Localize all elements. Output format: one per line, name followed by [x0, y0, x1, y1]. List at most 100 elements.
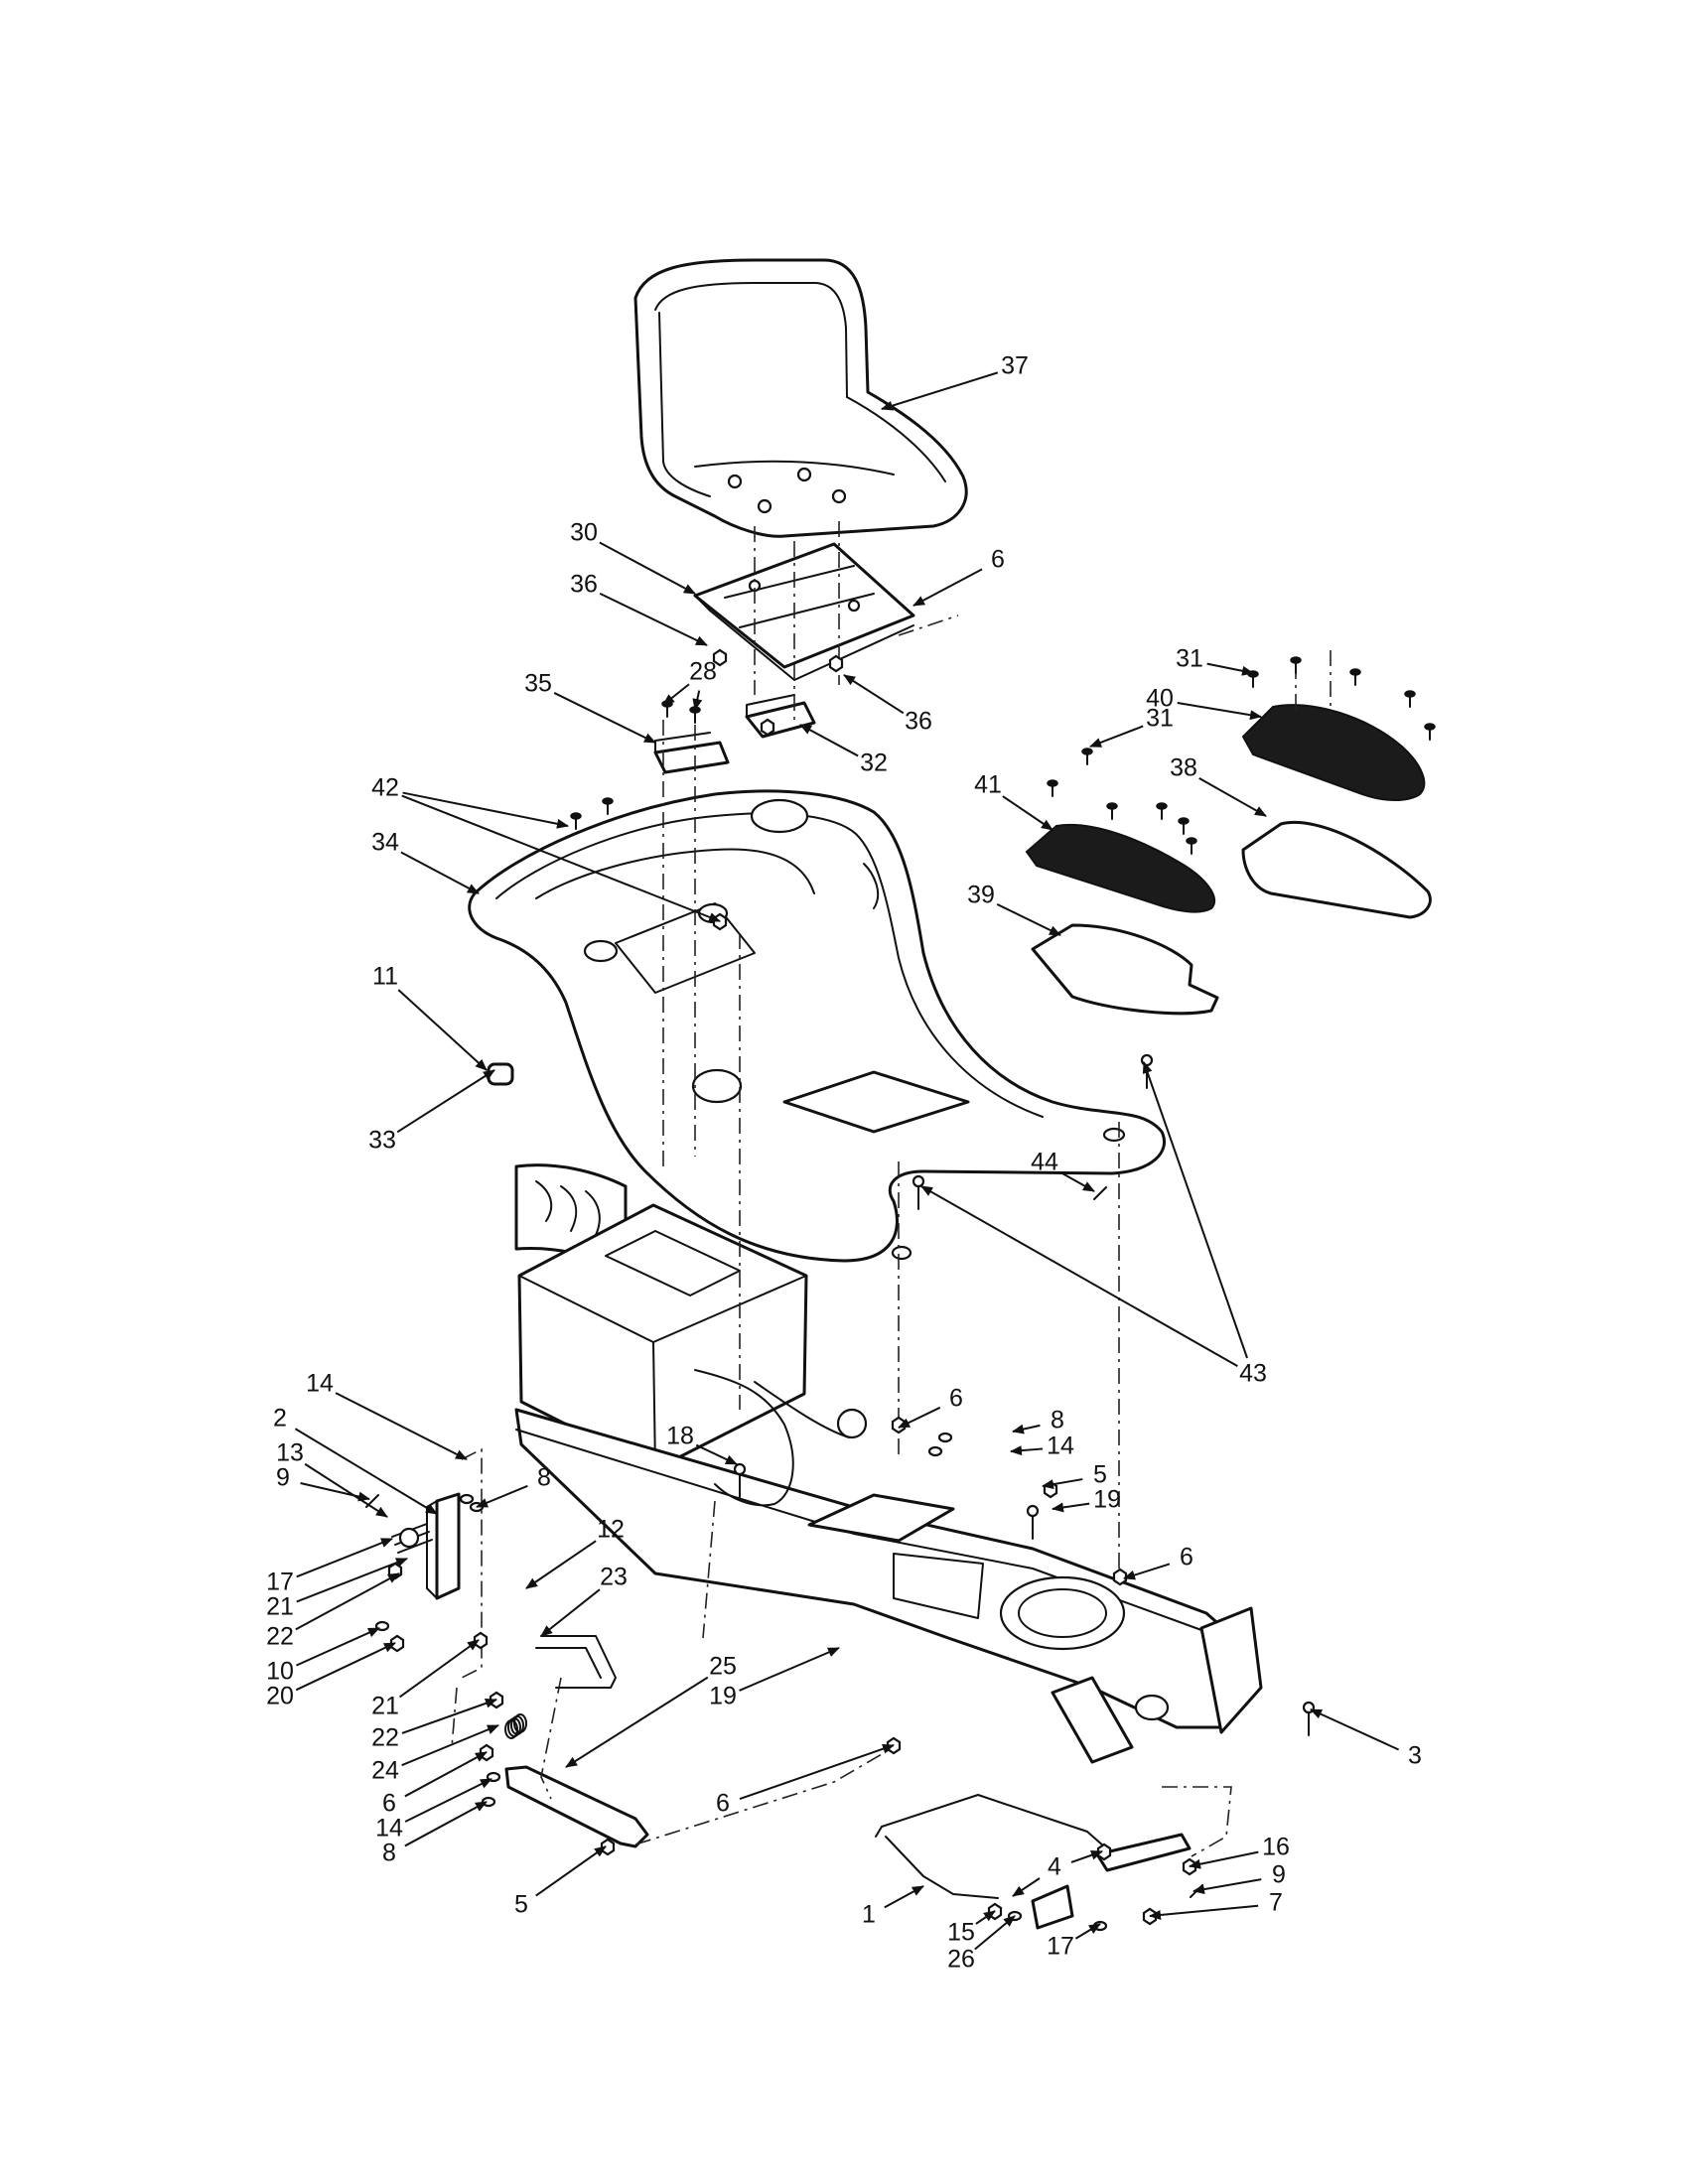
callout-p16: 16 — [1262, 1834, 1290, 1861]
callout-p19a: 19 — [1093, 1486, 1121, 1514]
main-frame — [514, 1408, 1263, 1764]
washer-marker — [937, 1432, 953, 1443]
callout-p39: 39 — [967, 882, 995, 909]
leader-p21b — [398, 1639, 480, 1699]
leader-p35 — [553, 692, 656, 744]
callout-p26: 26 — [947, 1946, 975, 1974]
callout-p5a: 5 — [1093, 1461, 1107, 1489]
leader-p21a — [296, 1558, 408, 1603]
callout-p14c: 14 — [375, 1815, 403, 1843]
callout-p33: 33 — [368, 1127, 396, 1155]
leader-p6d — [404, 1751, 488, 1798]
callout-p22b: 22 — [371, 1724, 399, 1752]
callout-p9b: 9 — [1272, 1861, 1286, 1889]
leader-p13 — [304, 1462, 388, 1518]
footrest-insert-left — [1031, 923, 1219, 1016]
leader-p36a — [599, 592, 708, 646]
leader-p6a — [912, 568, 983, 607]
callout-p23: 23 — [600, 1564, 628, 1591]
leader-p8c — [404, 1801, 488, 1847]
bolt-marker — [912, 1174, 925, 1210]
leader-p9a — [300, 1482, 370, 1502]
leader-p14c — [404, 1778, 492, 1823]
callout-p2: 2 — [273, 1405, 287, 1433]
leader-p17b — [1074, 1923, 1101, 1940]
callout-p25: 25 — [709, 1653, 737, 1681]
leader-p37 — [881, 371, 999, 411]
leader-p8b — [1012, 1424, 1041, 1434]
callout-p3: 3 — [1408, 1742, 1422, 1770]
leader-p34 — [400, 851, 480, 894]
screw-marker — [1424, 723, 1436, 741]
nut-marker — [712, 912, 728, 931]
callout-p5b: 5 — [514, 1891, 528, 1919]
callout-p9a: 9 — [276, 1464, 290, 1492]
leader-p28 — [662, 683, 690, 706]
callout-p8c: 8 — [382, 1840, 396, 1867]
leader-p36b — [843, 674, 905, 715]
spring-marker — [504, 1713, 527, 1739]
wiring-harness — [694, 1369, 868, 1507]
leader-p11 — [397, 989, 488, 1071]
leader-p22a — [295, 1572, 400, 1631]
leader-p1 — [884, 1885, 924, 1909]
callout-p17a: 17 — [266, 1569, 294, 1596]
leader-p14b — [1010, 1445, 1044, 1456]
callout-p40: 40 — [1146, 685, 1174, 713]
callout-p20: 20 — [266, 1683, 294, 1710]
leader-p4 — [1012, 1877, 1041, 1897]
washer-marker — [481, 1796, 496, 1808]
footrest-tread-left — [1025, 824, 1216, 913]
screw-marker — [1081, 748, 1093, 765]
leader-p20 — [295, 1642, 396, 1692]
leader-p41 — [1002, 795, 1053, 831]
screw-marker — [1047, 779, 1058, 797]
bumper — [487, 1062, 514, 1086]
callout-p6a: 6 — [991, 546, 1005, 574]
alignment-line — [451, 1687, 458, 1748]
leader-p26 — [974, 1915, 1016, 1951]
leader-p32 — [799, 724, 859, 757]
callout-p1: 1 — [862, 1901, 876, 1929]
callout-p14b: 14 — [1047, 1433, 1074, 1460]
washer-marker — [927, 1445, 943, 1457]
nut-marker — [712, 648, 728, 667]
leader-p22b — [401, 1698, 497, 1734]
leader-p24 — [401, 1724, 499, 1767]
callout-p37: 37 — [1001, 352, 1029, 380]
washer-marker — [459, 1493, 475, 1505]
leader-p15 — [975, 1910, 996, 1925]
callout-p22a: 22 — [266, 1623, 294, 1651]
leader-p40 — [1177, 701, 1262, 721]
leader-p14a — [335, 1392, 468, 1460]
leader-p39 — [996, 902, 1061, 936]
brake-rod-1 — [875, 1794, 1192, 1930]
leader-p7 — [1149, 1904, 1259, 1920]
seat — [633, 258, 968, 538]
leader-p17a — [296, 1538, 393, 1578]
link-25 — [504, 1765, 649, 1848]
callout-p7: 7 — [1269, 1889, 1283, 1917]
leader-p31a — [1206, 662, 1254, 676]
alignment-line — [1162, 1786, 1232, 1857]
callout-p35: 35 — [524, 670, 552, 698]
bolt-marker — [733, 1462, 747, 1498]
leader-p3 — [1310, 1708, 1400, 1751]
screw-marker — [1156, 802, 1168, 820]
callout-p42: 42 — [371, 774, 399, 802]
leader-p6c — [1123, 1563, 1171, 1580]
leader-p23 — [540, 1588, 601, 1637]
bracket-2 — [426, 1492, 461, 1600]
callout-p11: 11 — [372, 963, 398, 991]
alignment-line — [702, 1500, 716, 1639]
seat-pan — [693, 542, 915, 681]
leader-p6b — [898, 1406, 941, 1429]
nut-marker — [760, 718, 775, 737]
callout-p6e: 6 — [716, 1790, 730, 1818]
callout-p44: 44 — [1031, 1149, 1058, 1176]
callout-p34: 34 — [371, 829, 399, 857]
callout-p43: 43 — [1239, 1360, 1267, 1388]
leader-p6e — [739, 1743, 895, 1801]
leader-p30 — [599, 541, 696, 595]
